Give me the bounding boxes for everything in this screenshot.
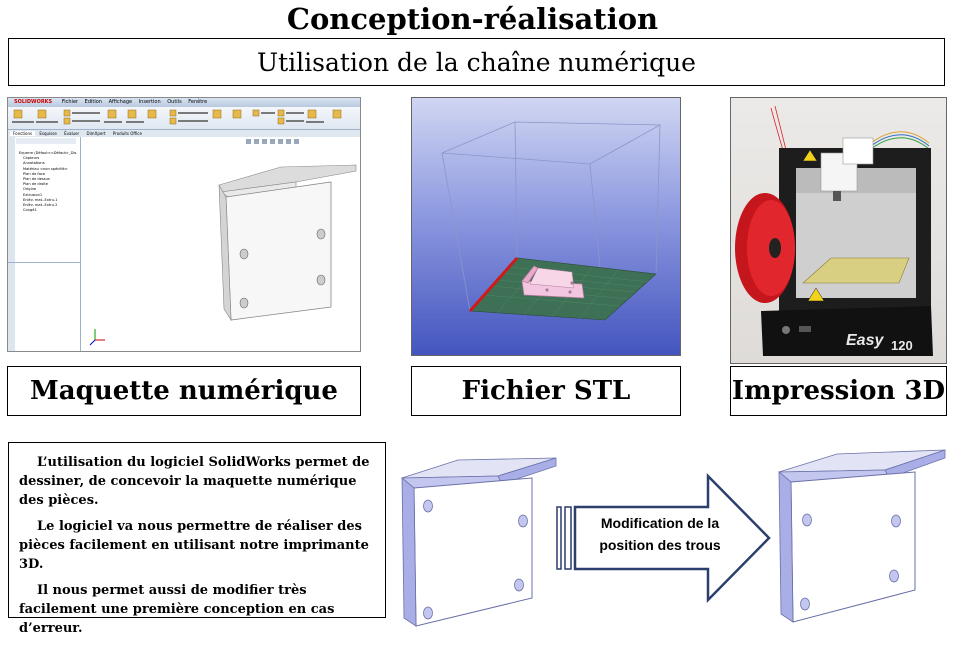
sw-menubar: SOLIDWORKS Fichier Edition Affichage Ins…: [8, 98, 360, 107]
sw-menu-insertion[interactable]: Insertion: [138, 99, 161, 105]
printer-illustration: Easy 120: [735, 105, 933, 356]
arrow-label: Modification de la position des trous: [585, 512, 735, 556]
sw-menu-fichier[interactable]: Fichier: [61, 99, 79, 105]
description-paragraph-1: L’utilisation du logiciel SolidWorks per…: [19, 455, 370, 508]
subtitle-box: Utilisation de la chaîne numérique: [8, 38, 945, 86]
sw-menu-fenetre[interactable]: Fenêtre: [188, 99, 208, 105]
arrow-label-line-1: Modification de la: [600, 515, 720, 531]
sw-tree-item[interactable]: Capteurs: [23, 156, 40, 161]
sw-tree-item[interactable]: Origine: [23, 187, 37, 192]
label-stl-file: Fichier STL: [411, 366, 681, 416]
label-stl-file-text: Fichier STL: [461, 376, 631, 406]
sw-tree-item[interactable]: Extrusion1: [23, 192, 43, 197]
power-button: [782, 326, 790, 334]
print-bed: [802, 257, 910, 284]
sw-tree-item[interactable]: Plan de dessus: [23, 177, 50, 182]
sw-tree-item[interactable]: Congé1: [23, 208, 37, 213]
print-head: [820, 137, 874, 201]
sw-tree-item[interactable]: Matériau <non spécifié>: [23, 166, 68, 171]
page-subtitle: Utilisation de la chaîne numérique: [257, 47, 696, 77]
warning-sticker-front: [807, 287, 825, 302]
sw-tree-root[interactable]: Equerre (Défaut<<Défaut>_Dis: [19, 151, 77, 155]
solidworks-screenshot: SOLIDWORKS Fichier Edition Affichage Ins…: [7, 97, 361, 352]
x-axis-red: [468, 257, 519, 312]
sw-tree-item[interactable]: Annotations: [23, 161, 45, 166]
sw-app-name: SOLIDWORKS: [14, 99, 53, 105]
arrow-label-line-2: position des trous: [599, 537, 721, 553]
sw-tab-dimxpert[interactable]: DimXpert: [86, 131, 106, 136]
page-title: Conception-réalisation: [286, 2, 659, 36]
sw-side-strip: [8, 137, 15, 351]
bracket-after: [777, 449, 946, 623]
sw-panel-divider: [8, 262, 80, 263]
modification-arrow: [556, 472, 771, 604]
sw-tab-esquisse[interactable]: Esquisse: [39, 131, 57, 136]
label-printing: Impression 3D: [730, 366, 947, 416]
printer-model: 120: [891, 338, 913, 353]
sw-tree-item[interactable]: Enlèv. mat.-Extru.1: [23, 197, 58, 202]
sw-panel-toolbar: [16, 138, 76, 144]
stl-scene: [441, 121, 662, 321]
sw-ribbon: [8, 107, 360, 130]
sw-3d-viewport: [89, 139, 357, 346]
sw-tab-produits-office[interactable]: Produits Office: [112, 131, 142, 136]
description-box: L’utilisation du logiciel SolidWorks per…: [8, 442, 386, 636]
sw-ribbon-icons: [12, 109, 342, 125]
sw-tab-evaluer[interactable]: Évaluer: [64, 131, 80, 136]
sw-menu-edition[interactable]: Edition: [84, 99, 102, 105]
sw-tree-item[interactable]: Plan de droite: [23, 182, 48, 187]
label-digital-model: Maquette numérique: [7, 366, 361, 416]
sw-tab-fonctions[interactable]: Fonctions: [10, 131, 36, 136]
bracket-before: [400, 457, 557, 627]
printer-photo: Easy 120: [730, 97, 947, 364]
printer-base: [761, 306, 933, 356]
sw-menu-outils[interactable]: Outils: [167, 99, 182, 105]
description-paragraph-3: Il nous permet aussi de modifier très fa…: [19, 583, 335, 636]
sw-feature-tree: Equerre (Défaut<<Défaut>_Dis Capteurs An…: [19, 151, 79, 213]
label-printing-text: Impression 3D: [731, 376, 946, 406]
build-volume-wireframe: [441, 121, 662, 321]
sw-triad-icon: [89, 329, 105, 346]
stl-viewer: [411, 97, 681, 356]
sw-view-toolbar: [246, 139, 299, 144]
sw-menu-affichage[interactable]: Affichage: [108, 99, 133, 105]
sw-tabbar: Fonctions Esquisse Évaluer DimXpert Prod…: [8, 130, 360, 137]
sw-tree-item[interactable]: Enlèv. mat.-Extru.2: [23, 203, 58, 208]
sw-feature-panel: Equerre (Défaut<<Défaut>_Dis Capteurs An…: [8, 137, 81, 351]
stl-part-model: [521, 265, 585, 299]
printer-brand: Easy: [846, 332, 884, 349]
warning-sticker-top: [802, 149, 818, 162]
sw-bracket-model: [218, 164, 357, 322]
description-paragraph-2: Le logiciel va nous permettre de réalise…: [19, 519, 369, 572]
filament-spool: [735, 193, 795, 303]
sw-tree-item[interactable]: Plan de face: [23, 171, 46, 176]
label-digital-model-text: Maquette numérique: [30, 376, 338, 406]
ribbon-cable: [870, 131, 930, 150]
